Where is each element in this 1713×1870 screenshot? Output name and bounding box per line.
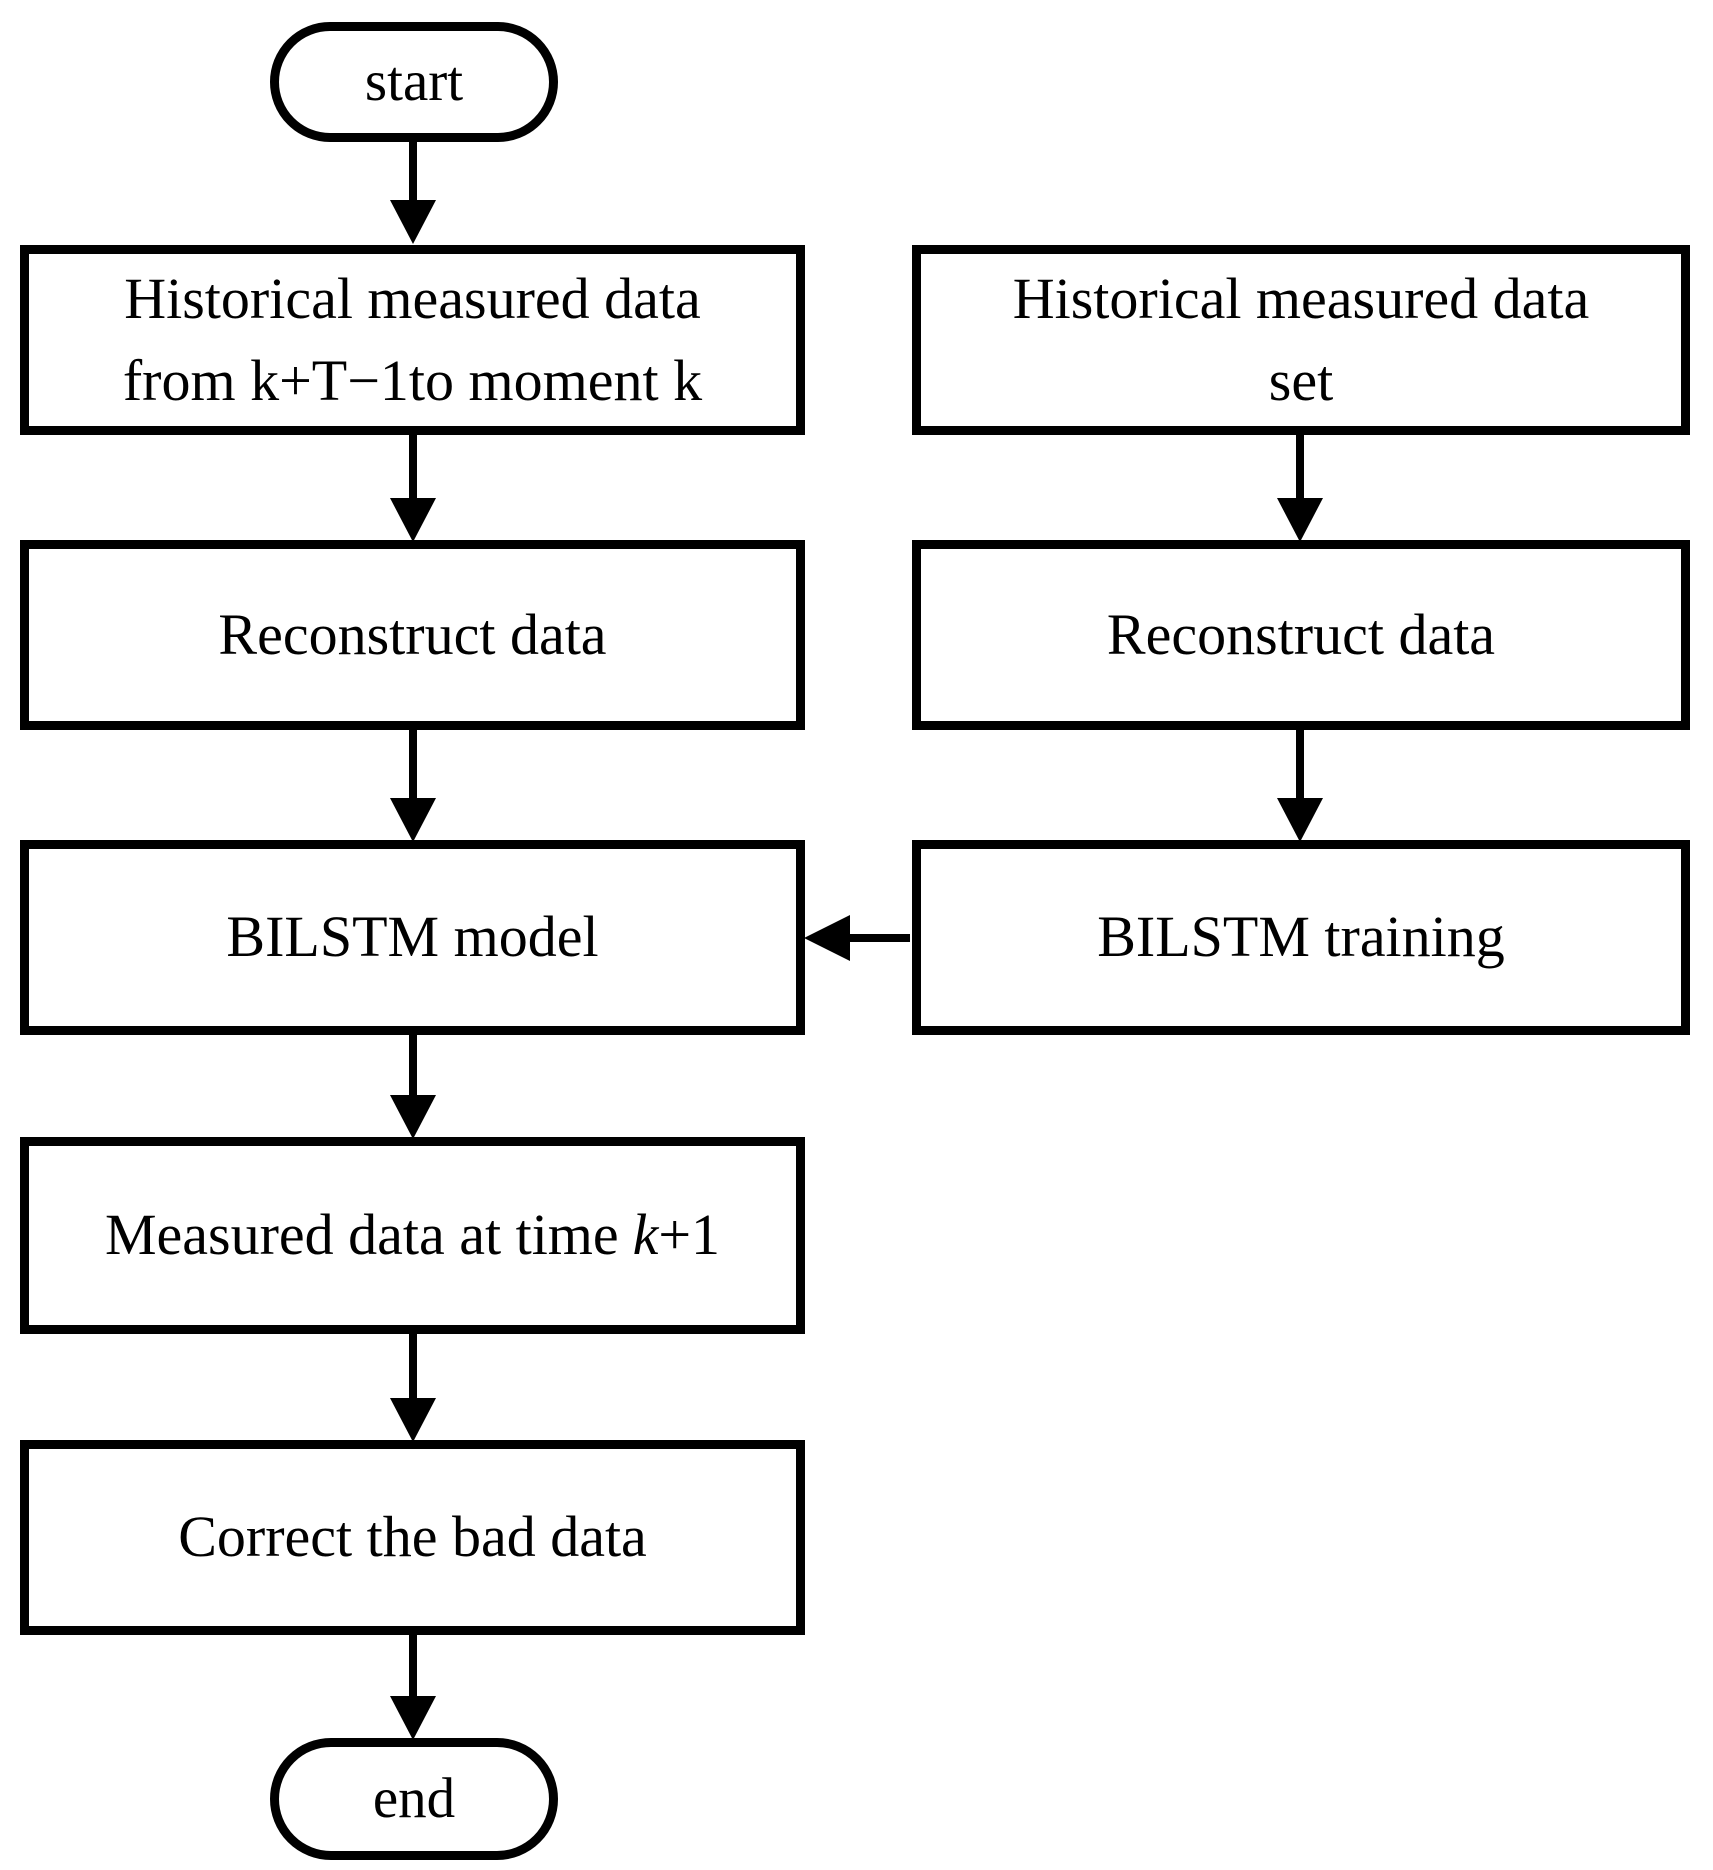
node-historical-window: Historical measured data from k+T−1to mo… bbox=[20, 245, 805, 435]
arrow-reconstruct-left-to-bilstm-model bbox=[390, 726, 436, 842]
node-bilstm-training: BILSTM training bbox=[912, 840, 1690, 1035]
node-measured-data-label-prefix: Measured data at time bbox=[104, 1202, 619, 1268]
node-correct-bad-data: Correct the bad data bbox=[20, 1440, 805, 1635]
node-start: start bbox=[270, 22, 558, 142]
arrow-historical-set-to-reconstruct-right bbox=[1277, 431, 1323, 542]
arrow-bilstm-model-to-measured-data bbox=[390, 1031, 436, 1139]
node-bilstm-model: BILSTM model bbox=[20, 840, 805, 1035]
arrow-correct-bad-data-to-end bbox=[390, 1631, 436, 1740]
node-reconstruct-left-label: Reconstruct data bbox=[218, 601, 607, 667]
node-measured-data-label-variable: k bbox=[632, 1202, 659, 1268]
arrow-historical-window-to-reconstruct-left bbox=[390, 431, 436, 542]
node-historical-window-label-line2: from k+T−1to moment k bbox=[122, 348, 703, 413]
node-end: end bbox=[270, 1738, 558, 1860]
node-reconstruct-right: Reconstruct data bbox=[912, 540, 1690, 730]
node-reconstruct-right-label: Reconstruct data bbox=[1106, 601, 1496, 667]
node-correct-bad-data-label: Correct the bad data bbox=[178, 1504, 647, 1570]
node-historical-window-label-line1: Historical measured data bbox=[124, 265, 701, 331]
arrow-measured-data-to-correct-bad-data bbox=[390, 1330, 436, 1442]
node-start-label: start bbox=[364, 49, 464, 113]
node-bilstm-training-label: BILSTM training bbox=[1097, 904, 1505, 970]
node-bilstm-model-label: BILSTM model bbox=[226, 904, 599, 970]
arrow-bilstm-training-to-bilstm-model bbox=[804, 915, 910, 961]
arrow-start-to-historical-window bbox=[390, 138, 436, 244]
node-historical-set-label-line1: Historical measured data bbox=[1012, 265, 1590, 331]
node-reconstruct-left: Reconstruct data bbox=[20, 540, 805, 730]
arrow-reconstruct-right-to-bilstm-training bbox=[1277, 726, 1323, 842]
node-historical-set: Historical measured data set bbox=[912, 245, 1690, 435]
node-historical-set-label-line2: set bbox=[1268, 348, 1334, 413]
node-end-label: end bbox=[372, 1766, 456, 1830]
node-measured-data-label-suffix: +1 bbox=[658, 1202, 721, 1268]
